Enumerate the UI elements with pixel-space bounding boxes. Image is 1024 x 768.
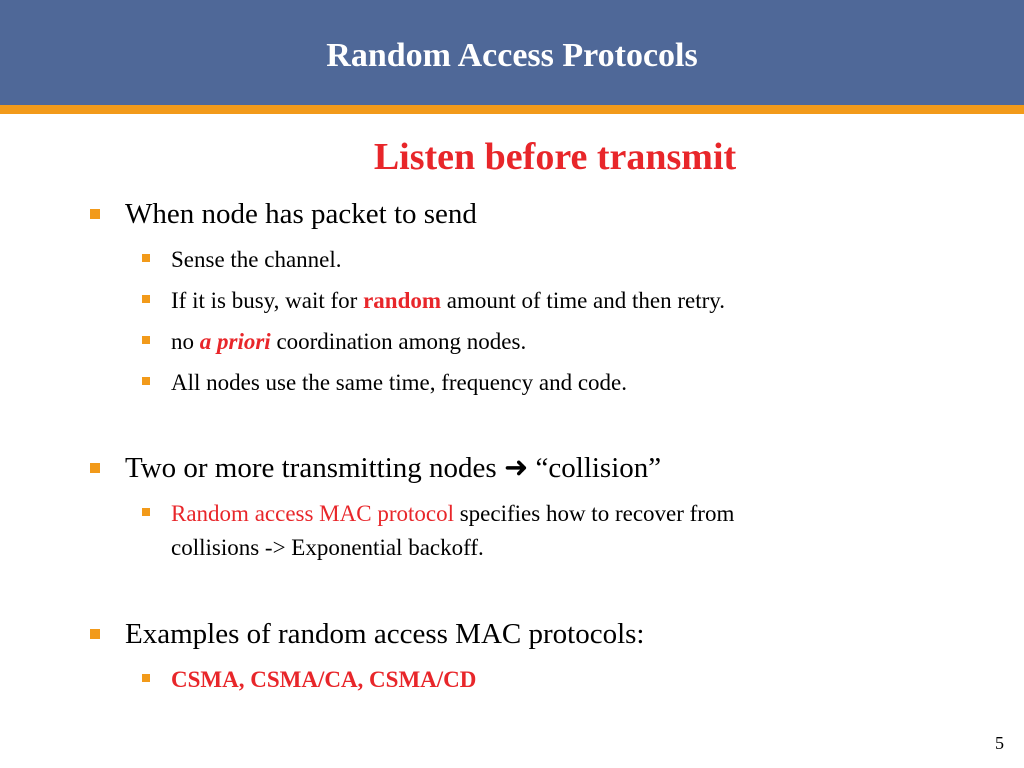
- sub-bullet-marker: [142, 295, 150, 303]
- sub-bullet-text: specifies how to recover from: [453, 501, 735, 526]
- sub-bullet-marker: [142, 508, 150, 516]
- sub-bullet-text: coordination among nodes.: [270, 329, 527, 354]
- bullet-item-3: Examples of random access MAC protocols:: [125, 618, 645, 650]
- sub-bullet-item-1-4: All nodes use the same time, frequency a…: [171, 370, 628, 395]
- sub-bullet-text: amount of time and then retry.: [441, 288, 726, 313]
- header-bar: [0, 0, 1024, 105]
- bullet-item-2: Two or more transmitting nodes ➜ “collis…: [125, 450, 661, 486]
- sub-bullet-text: collisions -> Exponential backoff.: [171, 535, 484, 560]
- sub-bullet-marker: [142, 674, 150, 682]
- bullet-text: “collision”: [528, 452, 662, 484]
- sub-bullet-item-1-1: Sense the channel.: [171, 247, 342, 272]
- sub-bullet-marker: [142, 377, 150, 385]
- slide-title: Random Access Protocols: [326, 37, 698, 74]
- page-number: 5: [995, 733, 1004, 753]
- arrow-icon: ➜: [503, 452, 529, 484]
- sub-bullet-item-3-1: CSMA, CSMA/CA, CSMA/CD: [171, 667, 477, 692]
- sub-bullet-marker: [142, 336, 150, 344]
- bullet-text: Two or more transmitting nodes: [125, 452, 504, 484]
- bullet-marker: [90, 463, 100, 473]
- highlight-random: random: [363, 288, 442, 313]
- sub-bullet-item-1-3: no a priori coordination among nodes.: [171, 325, 526, 359]
- header-divider: [0, 105, 1024, 114]
- sub-bullet-text: no: [171, 329, 200, 354]
- bullet-marker: [90, 209, 100, 219]
- slide-subtitle: Listen before transmit: [373, 136, 737, 178]
- sub-bullet-item-1-2: If it is busy, wait for random amount of…: [171, 284, 725, 318]
- sub-bullet-item-2-1: Random access MAC protocol specifies how…: [171, 497, 951, 565]
- sub-bullet-marker: [142, 254, 150, 262]
- highlight-mac-protocol: Random access MAC protocol: [171, 501, 454, 526]
- sub-bullet-text: If it is busy, wait for: [171, 288, 364, 313]
- bullet-item-1: When node has packet to send: [125, 198, 477, 230]
- bullet-marker: [90, 629, 100, 639]
- highlight-a-priori: a priori: [199, 329, 271, 354]
